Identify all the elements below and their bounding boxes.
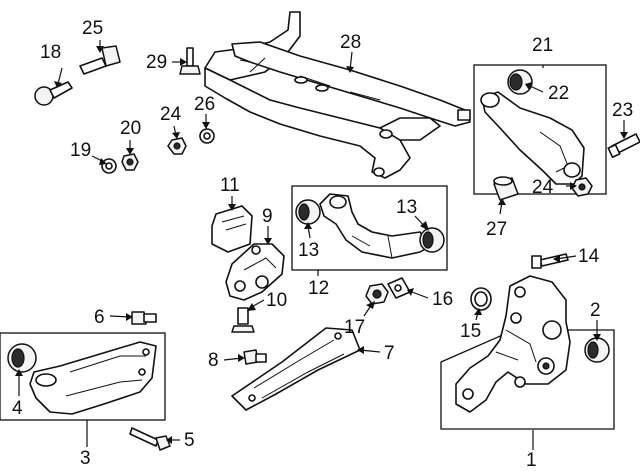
bolt-14-part — [531, 253, 569, 269]
lower-control-arm-part — [319, 193, 431, 259]
callout-13-right: 13 — [396, 197, 417, 218]
callout-20: 20 — [120, 118, 141, 139]
bolt-5-part — [129, 427, 171, 451]
bracket-9-part — [225, 243, 285, 301]
part-group-box-12 — [291, 185, 448, 271]
trailing-arm-part — [29, 341, 157, 415]
callout-18: 18 — [40, 42, 61, 63]
callout-14: 14 — [578, 246, 600, 267]
upper-control-arm-part — [480, 91, 585, 185]
callout-16: 16 — [432, 289, 453, 310]
bolt-23-part — [607, 133, 640, 159]
callout-8: 8 — [208, 350, 219, 371]
callout-7: 7 — [384, 343, 395, 364]
callout-21: 21 — [532, 35, 553, 56]
callout-6: 6 — [94, 307, 105, 328]
callout-23: 23 — [612, 100, 633, 121]
bushing-13-left-part — [295, 199, 321, 225]
bolt-10-part — [231, 307, 255, 333]
bolt-6-part — [131, 311, 157, 325]
bushing-2-part — [584, 337, 610, 363]
seal-ring-15-part — [470, 287, 492, 311]
callout-13-left: 13 — [298, 240, 319, 261]
callout-10: 10 — [266, 290, 287, 311]
bushing-4-part — [7, 343, 37, 373]
callout-27: 27 — [486, 219, 507, 240]
bolt-25-part — [79, 45, 121, 75]
callout-5: 5 — [184, 430, 195, 451]
callout-17: 17 — [344, 317, 365, 338]
callout-9: 9 — [262, 206, 273, 227]
callout-29: 29 — [146, 52, 167, 73]
bushing-22-part — [507, 69, 533, 95]
nut-20-part — [121, 153, 139, 171]
callout-26: 26 — [194, 94, 215, 115]
callout-28: 28 — [340, 32, 361, 53]
rear-crossmember-part — [204, 11, 471, 179]
bushing-13-right-part — [419, 227, 445, 253]
callout-15: 15 — [460, 321, 481, 342]
callout-4: 4 — [12, 398, 23, 419]
nut-17-part — [365, 283, 389, 305]
leader-lines — [15, 40, 628, 450]
callout-24-left: 24 — [160, 104, 182, 125]
bolt-29-part — [179, 47, 201, 75]
callout-24-right: 24 — [532, 177, 554, 198]
under-shield-7-part — [231, 327, 361, 411]
bracket-11-part — [211, 205, 253, 253]
bolt-18-part — [34, 81, 73, 106]
part-group-box-3 — [0, 332, 166, 421]
callout-1: 1 — [526, 450, 537, 471]
knuckle-part — [455, 275, 571, 413]
callout-12: 12 — [308, 278, 329, 299]
callout-2: 2 — [590, 300, 601, 321]
bracket-16-part — [387, 277, 411, 299]
callout-11: 11 — [220, 175, 240, 196]
washer-26-part — [199, 128, 215, 144]
nut-24-left-part — [167, 137, 187, 155]
bolt-8-part — [243, 349, 267, 365]
callout-labels: 1 2 3 4 5 6 7 8 9 10 11 12 13 13 14 15 1… — [12, 18, 633, 471]
part-group-box-21 — [473, 64, 607, 195]
sleeve-27-part — [493, 176, 519, 201]
callout-3: 3 — [80, 448, 91, 469]
callout-25: 25 — [82, 18, 103, 39]
callout-19: 19 — [70, 140, 91, 161]
callout-22: 22 — [548, 83, 569, 104]
nut-24-right-part — [571, 177, 593, 197]
